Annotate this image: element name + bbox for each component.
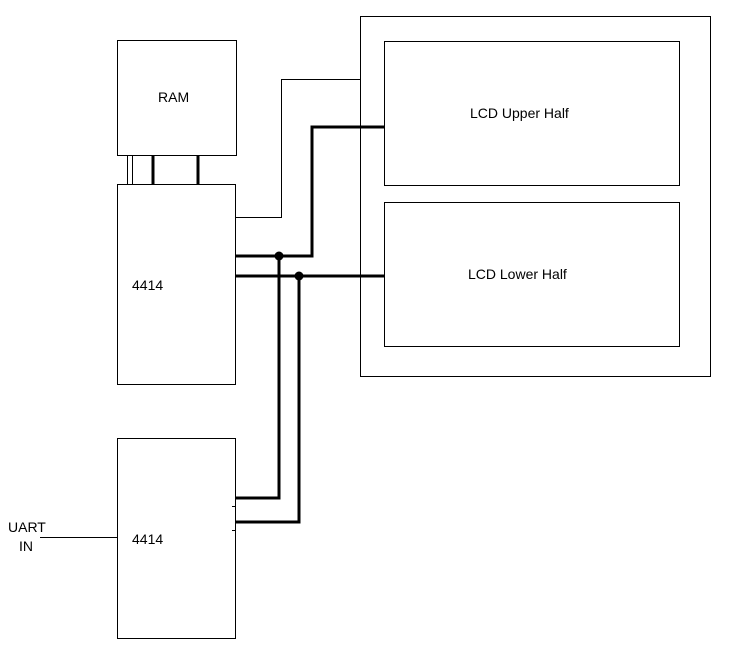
- bus-to-lcd-upper: [236, 125, 384, 258]
- ram-block: [117, 40, 237, 156]
- lcd-upper-half-block: [384, 41, 680, 186]
- chip-top-label: 4414: [132, 277, 163, 293]
- uart-label-line1: UART: [8, 519, 46, 535]
- uart-label-line2: IN: [19, 538, 33, 554]
- bus-bottom-chip-lower: [236, 276, 301, 524]
- control-line-chip-to-lcd: [236, 79, 360, 218]
- bus-bottom-chip-upper: [236, 256, 281, 500]
- chip-4414-bottom-block: [117, 438, 236, 639]
- lcd-lower-half-block: [384, 202, 680, 347]
- junction-dot-lower: [294, 271, 304, 281]
- lcd-lower-label: LCD Lower Half: [468, 266, 567, 282]
- lcd-upper-label: LCD Upper Half: [470, 105, 569, 121]
- chip-bottom-label: 4414: [132, 531, 163, 547]
- ram-label: RAM: [158, 89, 189, 105]
- chip-4414-top-block: [117, 184, 236, 385]
- junction-dot-upper: [274, 251, 284, 261]
